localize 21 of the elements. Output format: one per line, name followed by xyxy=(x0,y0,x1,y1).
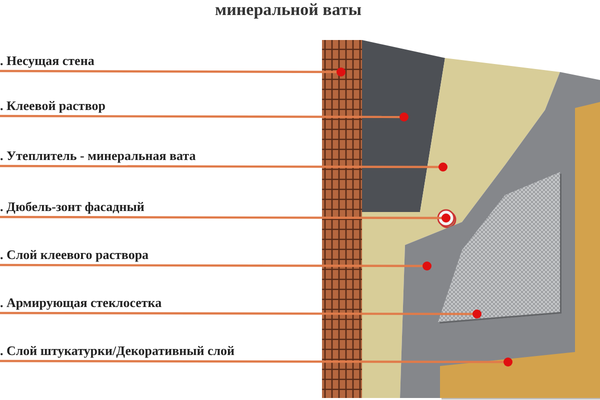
part-label: . Несущая стена xyxy=(0,53,94,68)
part-label: . Слой штукатурки/Декоративный слой xyxy=(0,343,235,358)
adhesive-coat-drawing xyxy=(400,72,600,400)
title: минеральной ваты xyxy=(215,0,362,20)
reinforcing-mesh-drawing xyxy=(438,172,562,324)
leader-line xyxy=(0,112,408,122)
leader-line xyxy=(0,358,512,366)
part-label: . Армирующая стеклосетка xyxy=(0,295,162,310)
mineral-wool-drawing xyxy=(362,58,560,398)
part-label: . Клеевой раствор xyxy=(0,98,106,113)
plaster-layer-drawing xyxy=(440,102,600,400)
leader-line xyxy=(0,214,450,222)
leader-line xyxy=(0,68,346,76)
adhesive-layer-drawing xyxy=(362,40,445,212)
leader-line xyxy=(0,310,482,318)
part-label: . Дюбель-зонт фасадный xyxy=(0,199,144,214)
part-label: . Утеплитель - минеральная вата xyxy=(0,148,196,163)
leader-line xyxy=(0,262,432,270)
part-label: . Слой клеевого раствора xyxy=(0,247,149,262)
brick-wall-drawing xyxy=(322,40,362,398)
leader-line xyxy=(0,162,448,172)
